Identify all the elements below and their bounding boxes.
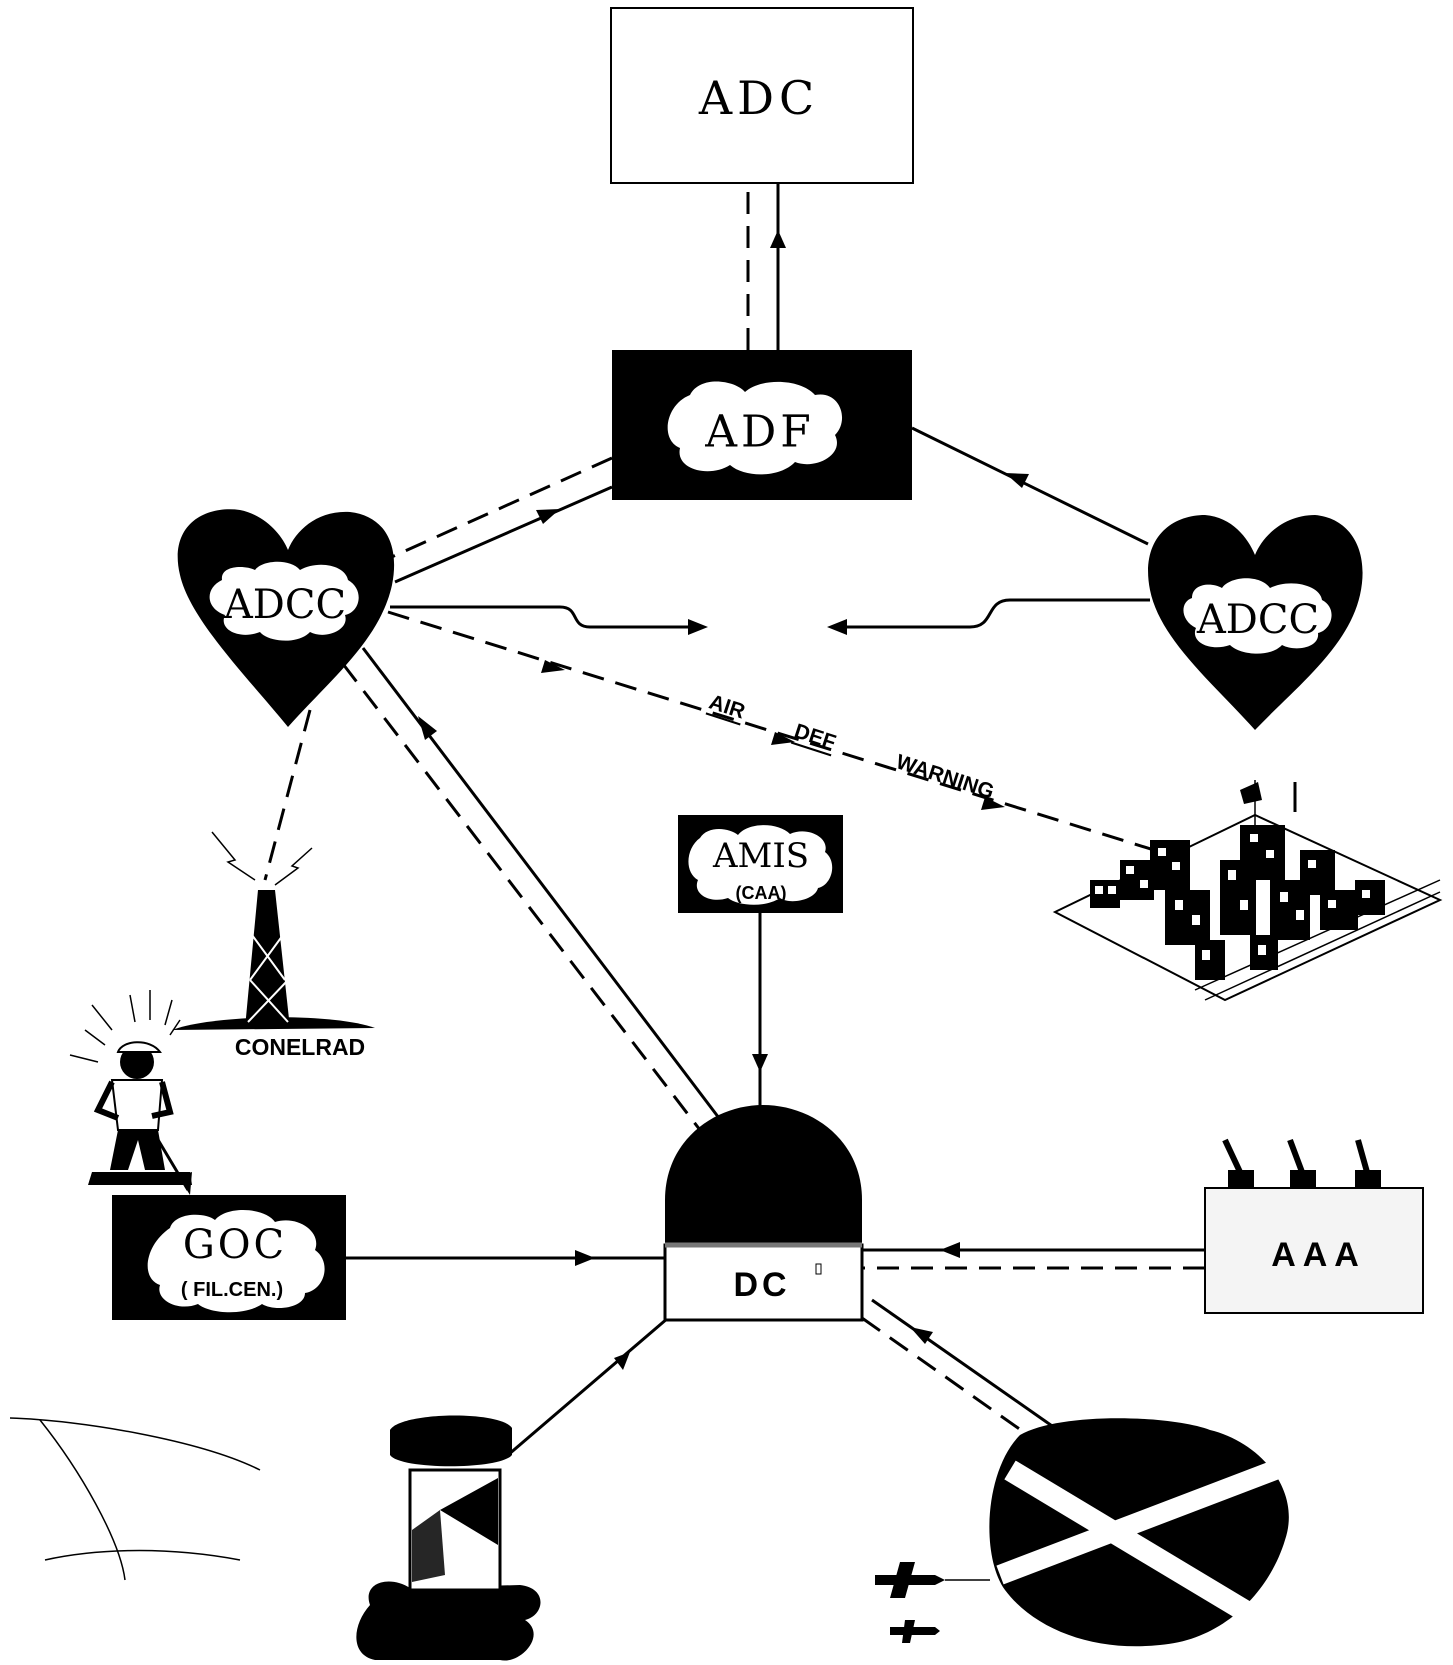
dc-dome (665, 1105, 862, 1245)
air-def-warning-label: AIR DEF WARNING (706, 690, 997, 803)
adc-label: ADC (698, 71, 819, 125)
dc-node: DC (663, 1105, 864, 1322)
ew-ground (356, 1581, 541, 1661)
dc-base (663, 1243, 864, 1322)
adcc-left-lateral-arrowhead (688, 619, 708, 635)
adf-to-adc-arrowhead (770, 230, 786, 248)
dc-adcc-left-dashed (341, 663, 702, 1131)
adcc-left-adf-dashed (384, 456, 613, 562)
warning-word-warning: WARNING (893, 750, 997, 803)
airfield-dc-dashed (861, 1316, 1036, 1442)
aaa-label: A A A (1271, 1236, 1359, 1274)
amis-cloud (688, 825, 833, 905)
aaa-dc-arrowhead (940, 1242, 960, 1258)
city-illustration (1052, 780, 1443, 1002)
amis-label: AMIS (712, 836, 809, 876)
adcc-right-cloud (1183, 578, 1332, 654)
ground-observer (69, 990, 192, 1185)
adcc-right-adf-arrowhead (1005, 473, 1029, 488)
tower-signal-left (211, 831, 256, 881)
amis-dc-arrowhead (752, 1054, 768, 1072)
adcc-left-lateral-arrow (390, 605, 700, 629)
air-def-warning-line (387, 610, 1171, 857)
warning-arrowhead-3 (981, 797, 1005, 810)
goc-dc-arrowhead (575, 1250, 595, 1266)
goc-node: GOC ( FIL.CEN.) (112, 1195, 346, 1320)
adcc-right-lateral-arrowhead (827, 619, 847, 635)
dc-label: DC (733, 1266, 790, 1304)
ew-dc-solid (507, 1316, 669, 1457)
conelrad-label: CONELRAD (235, 1034, 365, 1060)
adf-cloud (667, 381, 843, 475)
adcc-left-adf-solid (394, 485, 613, 584)
warning-arrowhead-1 (541, 660, 565, 673)
warning-word-def: DEF (791, 720, 838, 755)
adcc-right-label: ADCC (1196, 597, 1319, 643)
ew-node: EW (356, 1415, 541, 1661)
connectors (143, 183, 1205, 1457)
adcc-left-adf-arrowhead (536, 509, 560, 524)
adcc-left-node: ADCC (177, 509, 395, 727)
airfield-dc-arrowhead (910, 1327, 933, 1344)
airplane-1 (875, 1562, 945, 1598)
adf-node: ADF (612, 350, 912, 500)
airfield-dc-solid (871, 1298, 1056, 1430)
adf-label: ADF (704, 407, 815, 458)
airplane-2 (890, 1620, 940, 1643)
adcc-left-conelrad-dashed (263, 709, 312, 881)
adcc-left-cloud (209, 561, 359, 641)
runway-1 (1004, 1460, 1266, 1630)
aaa-node: A A A (1204, 1138, 1424, 1314)
ew-dish (390, 1415, 512, 1467)
amis-sublabel: (CAA) (736, 883, 787, 903)
amis-node: AMIS (CAA) (678, 815, 843, 913)
tower-signal-right (274, 847, 313, 886)
runway-2 (996, 1460, 1279, 1585)
adc-node: ADC (610, 7, 914, 184)
goc-label: GOC (183, 1222, 287, 1268)
goc-sublabel: ( FIL.CEN.) (181, 1279, 283, 1301)
aaa-guns (1222, 1138, 1381, 1188)
adcc-right-adf-solid (911, 426, 1149, 546)
adcc-right-node: ADCC (1148, 515, 1363, 730)
ew-label: EW (416, 1588, 476, 1628)
warning-word-air: AIR (706, 690, 748, 723)
goc-cloud (147, 1210, 325, 1313)
warning-arrowhead-2 (771, 732, 795, 745)
tower-mast (245, 890, 290, 1028)
dc-adcc-left-arrowhead (418, 716, 437, 740)
sketch-marks (9, 1417, 261, 1581)
adcc-right-lateral-arrow (835, 598, 1150, 629)
ew-dc-arrowhead (614, 1352, 630, 1370)
dc-adcc-left-solid (361, 647, 724, 1123)
adcc-left-label: ADCC (223, 582, 346, 628)
airfield-node (875, 1418, 1289, 1647)
conelrad-tower: CONELRAD (172, 831, 375, 1060)
